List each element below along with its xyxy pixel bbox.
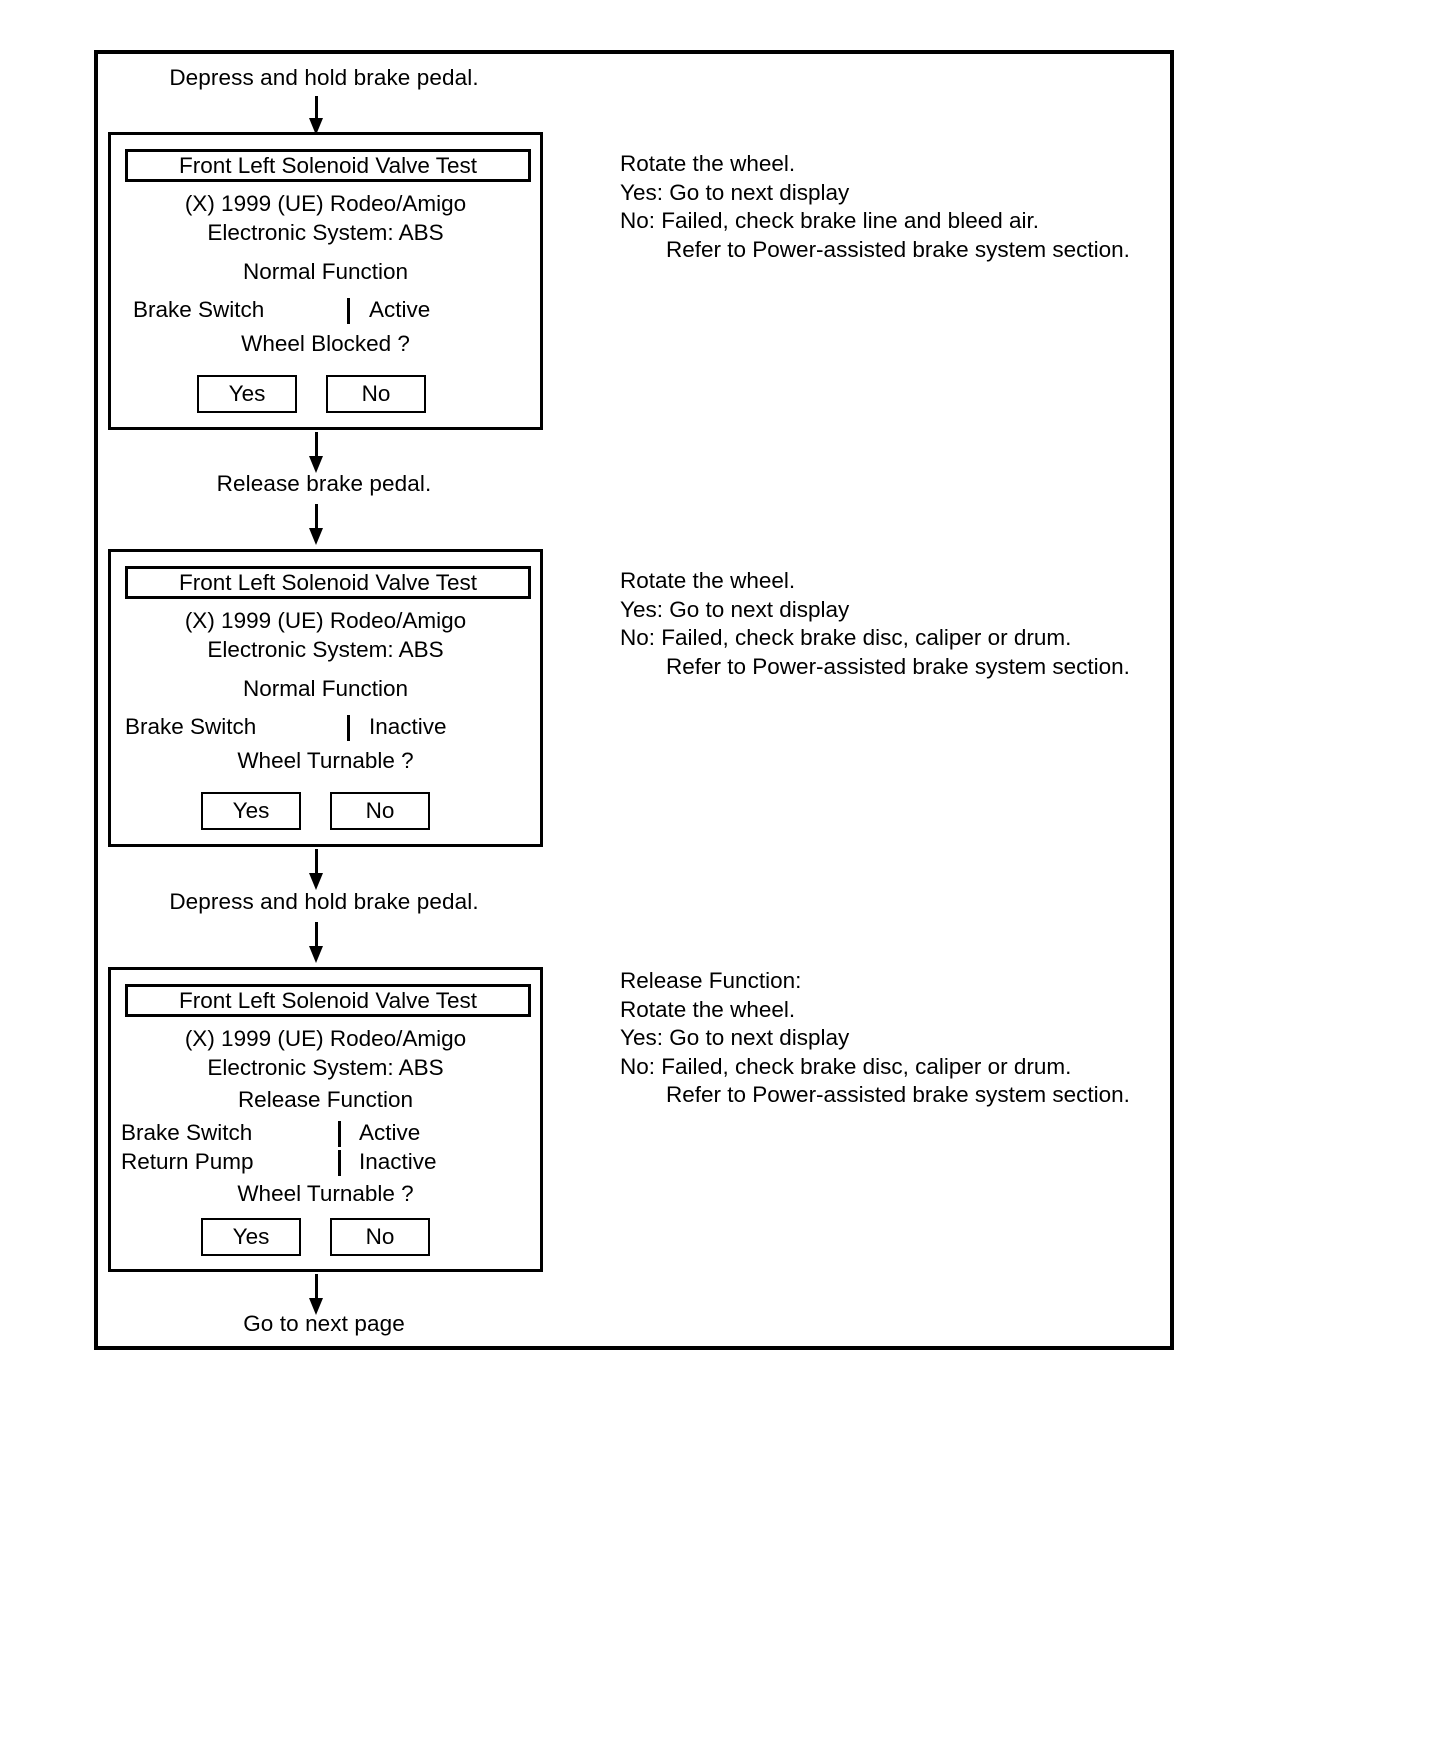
page-border-frame: Depress and hold brake pedal. Front Left…: [94, 50, 1174, 1350]
arrow-down-5: [308, 922, 324, 966]
note-2-line-2: Yes: Go to next display: [620, 596, 850, 622]
panel-2-yes-label: Yes: [232, 798, 270, 823]
panel-3-yes-label: Yes: [232, 1224, 270, 1249]
note-3-line-1: Rotate the wheel.: [620, 996, 796, 1022]
panel-1-title: Front Left Solenoid Valve Test: [178, 152, 478, 178]
panel-3-row-1-divider: [338, 1150, 341, 1176]
panel-3-row-0-divider: [338, 1121, 341, 1147]
note-2-line-3: No: Failed, check brake disc, caliper or…: [620, 625, 1072, 650]
arrow-down-3: [308, 504, 324, 548]
panel-1-row-0-divider: [347, 298, 350, 324]
scan-tool-panel-2: Front Left Solenoid Valve Test (X) 1999 …: [108, 549, 543, 847]
note-1-line-1: Rotate the wheel.: [620, 151, 796, 176]
arrow-down-6: [308, 1274, 324, 1318]
panel-1-yes-label: Yes: [228, 381, 266, 406]
panel-2-row-0-divider: [347, 715, 350, 741]
panel-3-title-box: Front Left Solenoid Valve Test: [125, 984, 531, 1017]
panel-3-row-0-value: Active: [359, 1120, 421, 1145]
caption-go-to-next-page: Go to next page: [243, 1311, 405, 1336]
panel-3-system: Electronic System: ABS: [207, 1055, 444, 1080]
caption-release-brake-pedal: Release brake pedal.: [216, 471, 432, 496]
note-3-line-0: Release Function:: [620, 968, 802, 993]
panel-3-vehicle: (X) 1999 (UE) Rodeo/Amigo: [184, 1026, 467, 1051]
note-block-1: Rotate the wheel. Yes: Go to next displa…: [620, 150, 1130, 264]
panel-1-no-button[interactable]: No: [326, 375, 426, 413]
scan-tool-panel-3: Front Left Solenoid Valve Test (X) 1999 …: [108, 967, 543, 1272]
note-3-line-4: Refer to Power-assisted brake system sec…: [666, 1082, 1130, 1107]
panel-3-row-1-label: Return Pump: [121, 1149, 254, 1174]
panel-2-title: Front Left Solenoid Valve Test: [178, 569, 478, 595]
panel-1-status-row-brake-switch: Brake Switch Active: [111, 297, 540, 325]
panel-3-row-0-label: Brake Switch: [121, 1120, 253, 1145]
panel-1-row-0-value: Active: [369, 297, 431, 322]
arrow-down-4: [308, 849, 324, 893]
note-2-line-4: Refer to Power-assisted brake system sec…: [666, 653, 1130, 679]
panel-3-row-1-value: Inactive: [359, 1149, 437, 1174]
panel-1-no-label: No: [361, 381, 391, 406]
scan-tool-panel-1: Front Left Solenoid Valve Test (X) 1999 …: [108, 132, 543, 430]
panel-3-status-row-return-pump: Return Pump Inactive: [111, 1149, 540, 1177]
panel-2-function: Normal Function: [242, 676, 409, 701]
panel-3-no-button[interactable]: No: [330, 1218, 430, 1256]
panel-1-yes-button[interactable]: Yes: [197, 375, 297, 413]
panel-1-question: Wheel Blocked ?: [241, 331, 410, 356]
panel-2-yes-button[interactable]: Yes: [201, 792, 301, 830]
note-1-line-3: No: Failed, check brake line and bleed a…: [620, 208, 1039, 233]
caption-depress-hold-top: Depress and hold brake pedal.: [169, 65, 479, 90]
panel-1-function: Normal Function: [242, 259, 409, 284]
panel-2-system: Electronic System: ABS: [207, 637, 444, 662]
arrow-down-2: [308, 432, 324, 476]
flowchart: Depress and hold brake pedal. Front Left…: [98, 54, 1170, 1346]
panel-3-question: Wheel Turnable ?: [237, 1181, 414, 1206]
panel-2-title-box: Front Left Solenoid Valve Test: [125, 566, 531, 599]
panel-2-row-0-value: Inactive: [369, 714, 447, 739]
note-3-line-3: No: Failed, check brake disc, caliper or…: [620, 1053, 1072, 1079]
arrow-down-1: [308, 96, 324, 136]
panel-3-status-row-brake-switch: Brake Switch Active: [111, 1120, 540, 1148]
note-block-2: Rotate the wheel. Yes: Go to next displa…: [620, 567, 1130, 681]
caption-depress-hold-mid: Depress and hold brake pedal.: [169, 889, 479, 914]
note-2-line-1: Rotate the wheel.: [620, 568, 796, 593]
note-3-line-2: Yes: Go to next display: [620, 1025, 850, 1050]
panel-2-row-0-label: Brake Switch: [125, 714, 257, 739]
panel-3-function: Release Function: [237, 1087, 414, 1112]
panel-2-no-button[interactable]: No: [330, 792, 430, 830]
note-1-line-2: Yes: Go to next display: [620, 179, 850, 205]
note-1-line-4: Refer to Power-assisted brake system sec…: [666, 236, 1130, 262]
panel-2-no-label: No: [365, 798, 395, 823]
panel-3-yes-button[interactable]: Yes: [201, 1218, 301, 1256]
panel-1-row-0-label: Brake Switch: [133, 297, 265, 322]
panel-1-title-box: Front Left Solenoid Valve Test: [125, 149, 531, 182]
panel-1-system: Electronic System: ABS: [207, 220, 444, 245]
panel-2-vehicle: (X) 1999 (UE) Rodeo/Amigo: [184, 608, 467, 633]
panel-3-no-label: No: [365, 1224, 395, 1249]
note-block-3: Release Function: Rotate the wheel. Yes:…: [620, 967, 1130, 1110]
panel-2-status-row-brake-switch: Brake Switch Inactive: [111, 714, 540, 742]
panel-3-title: Front Left Solenoid Valve Test: [178, 987, 478, 1013]
panel-1-vehicle: (X) 1999 (UE) Rodeo/Amigo: [184, 191, 467, 216]
panel-2-question: Wheel Turnable ?: [237, 748, 414, 773]
